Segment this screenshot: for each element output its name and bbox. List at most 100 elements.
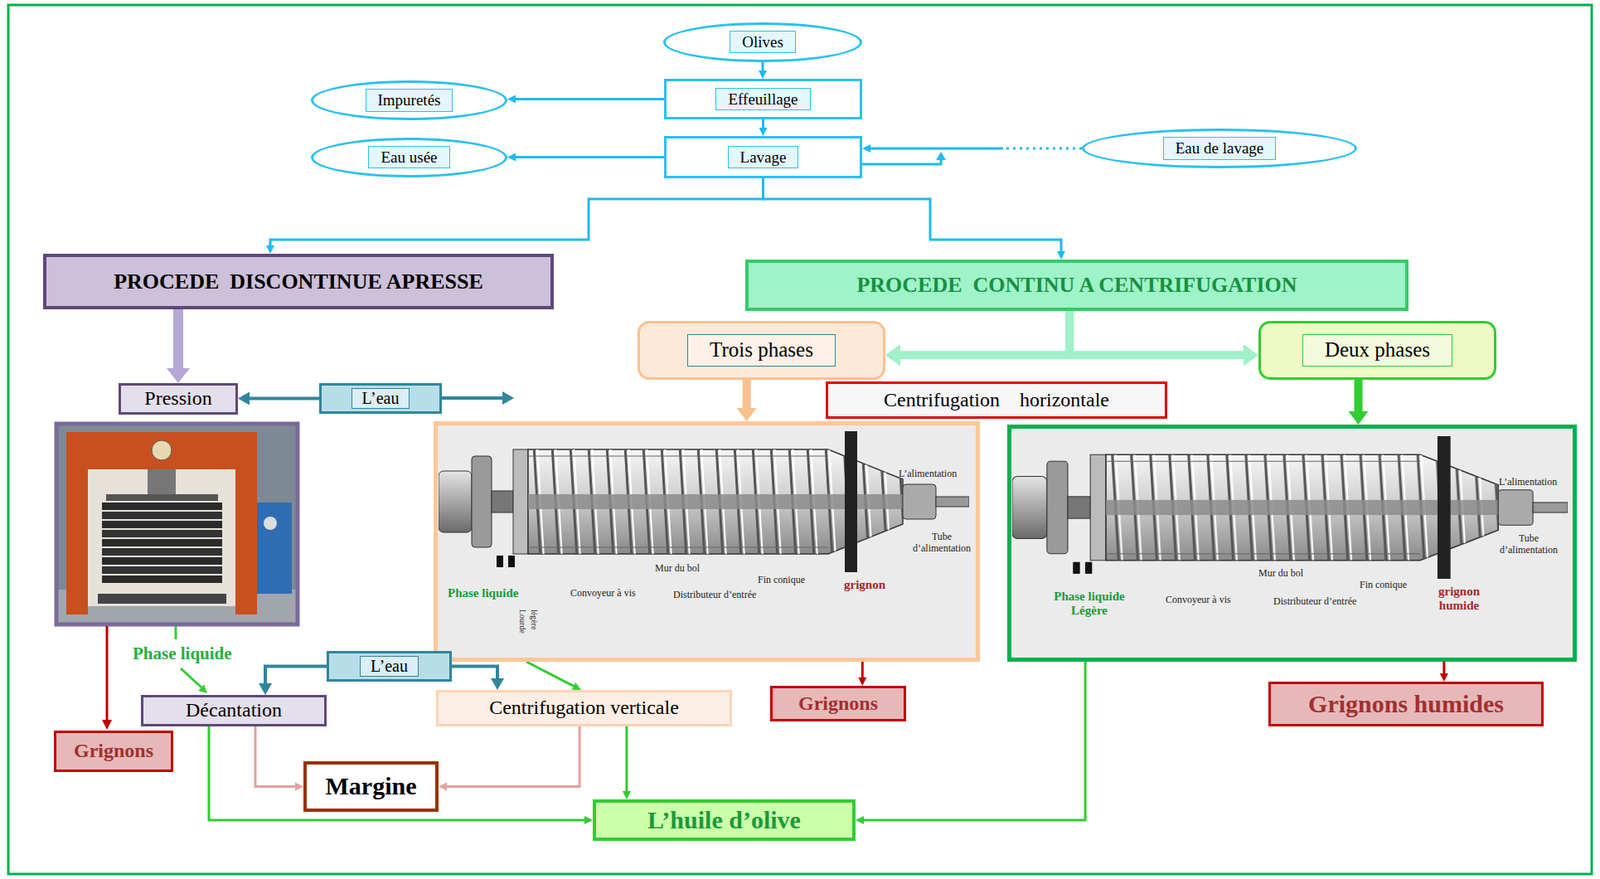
part-label: L’alimentation [898, 468, 957, 480]
output-ellipse: Impuretés [310, 80, 508, 121]
process-box: Effeuillage [664, 78, 863, 120]
connector-line [742, 379, 752, 408]
water-box: L’eau [319, 383, 442, 414]
part-label: Mur du bol [654, 562, 700, 575]
part-label: Distributeur d’entrée [673, 589, 757, 602]
method-box: PROCEDE DISCONTINUE APRESSE [43, 253, 554, 310]
product-box: Grignons [770, 685, 907, 722]
connector-line [208, 726, 585, 820]
part-label: Phase liquide [447, 586, 519, 601]
connector-line [515, 97, 665, 101]
press-mat [101, 529, 223, 538]
decanter-illustration [438, 431, 970, 573]
connector-line [870, 147, 1004, 151]
flow-connector [1357, 379, 1359, 412]
flow-connector [265, 666, 327, 684]
part-label: légère [529, 609, 540, 630]
flow-connector [208, 726, 585, 820]
press-pump [256, 502, 292, 594]
product-box: Grignons [53, 730, 174, 772]
text-holder: Effeuillage [715, 87, 810, 112]
press-gauge [263, 516, 277, 530]
part-label: Tube d’alimentation [906, 531, 977, 555]
machine-panel [1009, 426, 1575, 660]
connector-line [761, 119, 765, 128]
water-arrow-head [502, 391, 514, 405]
press-mat [101, 575, 223, 583]
node-text: Centrifugation horizontale [883, 388, 1110, 413]
node-text: Impuretés [378, 91, 442, 110]
press-mat [101, 511, 223, 519]
product-box: L’huile d’olive [592, 799, 856, 841]
pomace-head [101, 719, 112, 730]
node-text: Effeuillage [727, 90, 798, 109]
connector-line [446, 726, 580, 787]
connector-line [625, 726, 628, 791]
flow-connector [526, 661, 574, 686]
text-holder: L’huile d’olive [647, 805, 801, 835]
dotted-line [1003, 147, 1082, 151]
text-holder: Impuretés [365, 88, 454, 112]
flow-connector [270, 178, 764, 246]
variant-plaque: Deux phases [1258, 320, 1497, 380]
text-holder: Olives [729, 30, 796, 54]
node-text: Margine [325, 771, 417, 801]
part-label: Convoyeur à vis [570, 587, 636, 600]
press-mat [101, 520, 223, 529]
connector-line [1354, 379, 1363, 412]
heading-box: Centrifugation horizontale [825, 381, 1168, 419]
press-back [87, 469, 236, 607]
decanter-frame: L’alimentationTube d’alimentationMur du … [1007, 424, 1577, 662]
press-mat [101, 566, 223, 574]
connector-line [451, 666, 498, 679]
node-text: L’huile d’olive [647, 805, 801, 835]
liquid-line [174, 625, 178, 640]
press-top-plate [106, 494, 219, 501]
text-holder: Margine [325, 771, 417, 801]
node-text: Eau de lavage [1175, 139, 1265, 158]
text-holder: Eau usée [368, 145, 450, 170]
connector-line [515, 155, 665, 159]
connector-line [1069, 310, 1244, 355]
output-ellipse: Eau usée [310, 137, 508, 178]
node-text: Grignons [73, 739, 154, 763]
method-box: PROCEDE CONTINU A CENTRIFUGATION [745, 259, 1409, 311]
machine-panel [436, 423, 978, 660]
flow-connector [762, 119, 764, 128]
node-text: Olives [741, 33, 784, 52]
page-frame [8, 4, 1592, 874]
node-text: Deux phases [1324, 338, 1431, 363]
variant-plaque: Trois phases [637, 320, 886, 380]
recirculation-head [935, 151, 946, 160]
flow-connector [762, 62, 764, 72]
flow-connector [1069, 310, 1244, 355]
text-holder: PROCEDE CONTINU A CENTRIFUGATION [856, 272, 1297, 298]
press-wall [56, 423, 298, 625]
text-holder: Grignons [798, 692, 878, 716]
flow-connector [900, 310, 1070, 355]
press-mat [101, 547, 223, 556]
water-arrow [441, 396, 503, 400]
node-text: Pression [144, 387, 212, 411]
press-plate [151, 440, 172, 461]
flow-connector [451, 666, 498, 679]
text-holder: Eau de lavage [1163, 136, 1277, 160]
press-frame [56, 423, 298, 625]
press-post [66, 431, 88, 615]
recirculation-line [862, 159, 941, 165]
node-text: Grignons [798, 692, 878, 716]
decanter-illustration [1012, 436, 1568, 579]
text-holder: Pression [144, 387, 212, 411]
input-ellipse: Olives [663, 22, 863, 63]
part-label: Fin conique [1359, 579, 1407, 592]
node-text: Lavage [740, 148, 787, 167]
process-box: Lavage [664, 135, 863, 179]
connector-line [270, 178, 764, 246]
product-box: Grignons humides [1268, 681, 1544, 727]
connector-line [173, 309, 184, 369]
part-label: Fin conique [757, 574, 805, 587]
node-text: Centrifugation verticale [489, 696, 679, 720]
text-holder: Centrifugation horizontale [883, 388, 1110, 413]
part-label: L’alimentation [1498, 476, 1557, 489]
node-text: L’eau [362, 388, 400, 408]
